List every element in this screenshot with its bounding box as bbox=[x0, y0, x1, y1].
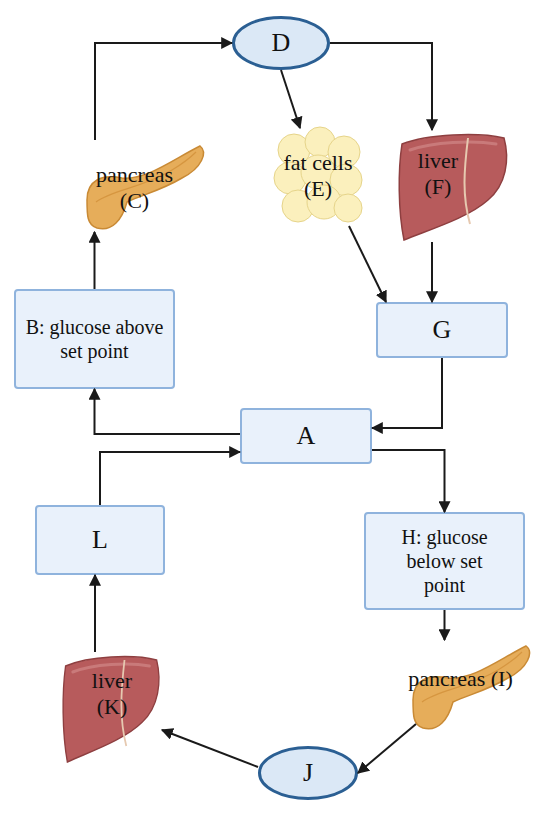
process-box: A bbox=[240, 408, 372, 464]
flow-arrow bbox=[372, 358, 442, 428]
node-label: fat cells (E) bbox=[272, 150, 364, 203]
node-label: D bbox=[272, 27, 291, 58]
liver-shape bbox=[399, 135, 506, 240]
flow-arrow bbox=[431, 242, 433, 302]
flow-arrow bbox=[358, 724, 416, 773]
node-label: B: glucose above set point bbox=[20, 315, 170, 363]
flow-arrow bbox=[372, 450, 445, 512]
flow-arrow bbox=[162, 730, 258, 767]
signal-ellipse: J bbox=[258, 746, 358, 800]
flow-arrow bbox=[281, 70, 300, 128]
organ-node: liver (F) bbox=[398, 130, 510, 242]
liver-shape bbox=[63, 657, 159, 762]
ellipse-shape bbox=[234, 18, 329, 69]
node-label: liver (F) bbox=[403, 148, 473, 201]
liver-illustration bbox=[398, 130, 510, 242]
organ-node: pancreas (C) bbox=[82, 140, 207, 232]
process-box: B: glucose above set point bbox=[14, 289, 175, 389]
flow-arrow bbox=[94, 575, 96, 652]
flow-arrow bbox=[444, 610, 446, 640]
signal-ellipse: D bbox=[232, 16, 330, 70]
flow-arrow bbox=[94, 232, 96, 289]
flow-arrow bbox=[349, 226, 386, 302]
node-label: pancreas (C) bbox=[82, 162, 187, 215]
flow-arrow bbox=[100, 452, 240, 505]
node-label: liver (K) bbox=[77, 668, 147, 721]
flow-arrow bbox=[95, 43, 232, 140]
node-label: pancreas (I) bbox=[408, 666, 513, 692]
ellipse-shape bbox=[260, 748, 357, 799]
organ-node: liver (K) bbox=[62, 652, 162, 764]
process-box: G bbox=[376, 302, 508, 358]
flow-arrow bbox=[95, 389, 241, 434]
organ-node: fat cells (E) bbox=[272, 128, 364, 226]
pancreas-shape bbox=[87, 146, 203, 229]
process-box: L bbox=[35, 505, 165, 575]
fat-cell bbox=[334, 194, 362, 222]
node-label: L bbox=[92, 524, 108, 555]
liver-ligament bbox=[465, 138, 471, 224]
node-label: A bbox=[297, 420, 316, 451]
organ-node: pancreas (I) bbox=[408, 640, 533, 732]
flow-arrow bbox=[330, 43, 432, 130]
node-label: H: glucose below set point bbox=[389, 525, 501, 597]
process-box: H: glucose below set point bbox=[364, 512, 525, 610]
node-label: G bbox=[433, 314, 452, 345]
node-label: J bbox=[303, 757, 313, 788]
